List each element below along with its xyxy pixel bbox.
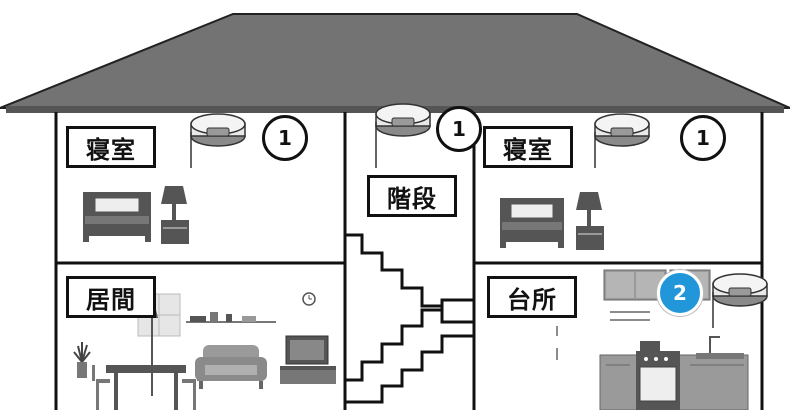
bed-icon: [83, 192, 151, 242]
kitchen-wall-ticks: [556, 311, 650, 360]
house-walls: [54, 112, 764, 410]
detector-count-badge-bedroom-right: 1: [680, 115, 726, 161]
detector-count-badge-kitchen: 2: [657, 270, 703, 316]
staircase-line-lower: [345, 298, 474, 382]
plant-icon: [73, 342, 91, 378]
wall-shelf-icon: [186, 312, 276, 323]
bed-icon: [500, 198, 564, 248]
sofa-icon: [195, 345, 267, 389]
smoke-detector-icon: [594, 113, 650, 168]
smoke-detector-icon: [375, 103, 431, 168]
room-label-bedroom-right: 寝室: [483, 126, 573, 168]
tv-icon: [280, 335, 336, 384]
dining-table-icon: [92, 365, 200, 410]
smoke-detector-icon: [712, 273, 768, 328]
staircase-line-upper: [345, 233, 474, 324]
room-label-kitchen: 台所: [487, 276, 577, 318]
lamp-icon: [576, 192, 604, 250]
lamp-icon: [161, 186, 189, 244]
staircase-line-bottom: [345, 334, 474, 404]
room-label-bedroom-left: 寝室: [66, 126, 156, 168]
wall-clock-icon: [302, 292, 316, 306]
smoke-detector-icon: [190, 113, 246, 168]
detector-count-badge-bedroom-left: 1: [262, 115, 308, 161]
kitchen-stove-icon: [599, 336, 749, 410]
room-label-stairs: 階段: [367, 175, 457, 217]
detector-count-badge-stairs: 1: [436, 106, 482, 152]
room-label-living: 居間: [66, 276, 156, 318]
roof: [0, 13, 790, 109]
